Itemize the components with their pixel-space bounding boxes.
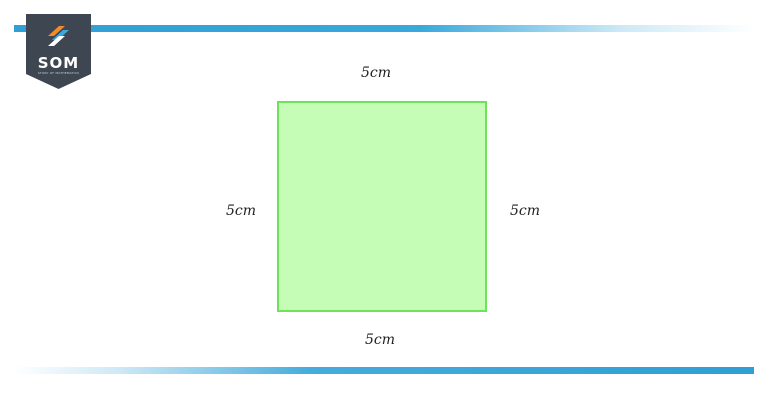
left-side-label: 5cm bbox=[226, 203, 257, 219]
bottom-accent-bar bbox=[14, 367, 754, 374]
logo-subtitle: STORY OF MATHEMATICS bbox=[37, 71, 80, 75]
square-shape bbox=[277, 101, 487, 312]
som-logo: SOM STORY OF MATHEMATICS bbox=[26, 14, 91, 89]
right-side-label: 5cm bbox=[510, 203, 541, 219]
top-accent-bar bbox=[14, 25, 754, 32]
som-logo-icon bbox=[26, 14, 91, 89]
logo-text: SOM bbox=[37, 54, 80, 72]
top-side-label: 5cm bbox=[361, 65, 392, 81]
bottom-side-label: 5cm bbox=[365, 332, 396, 348]
